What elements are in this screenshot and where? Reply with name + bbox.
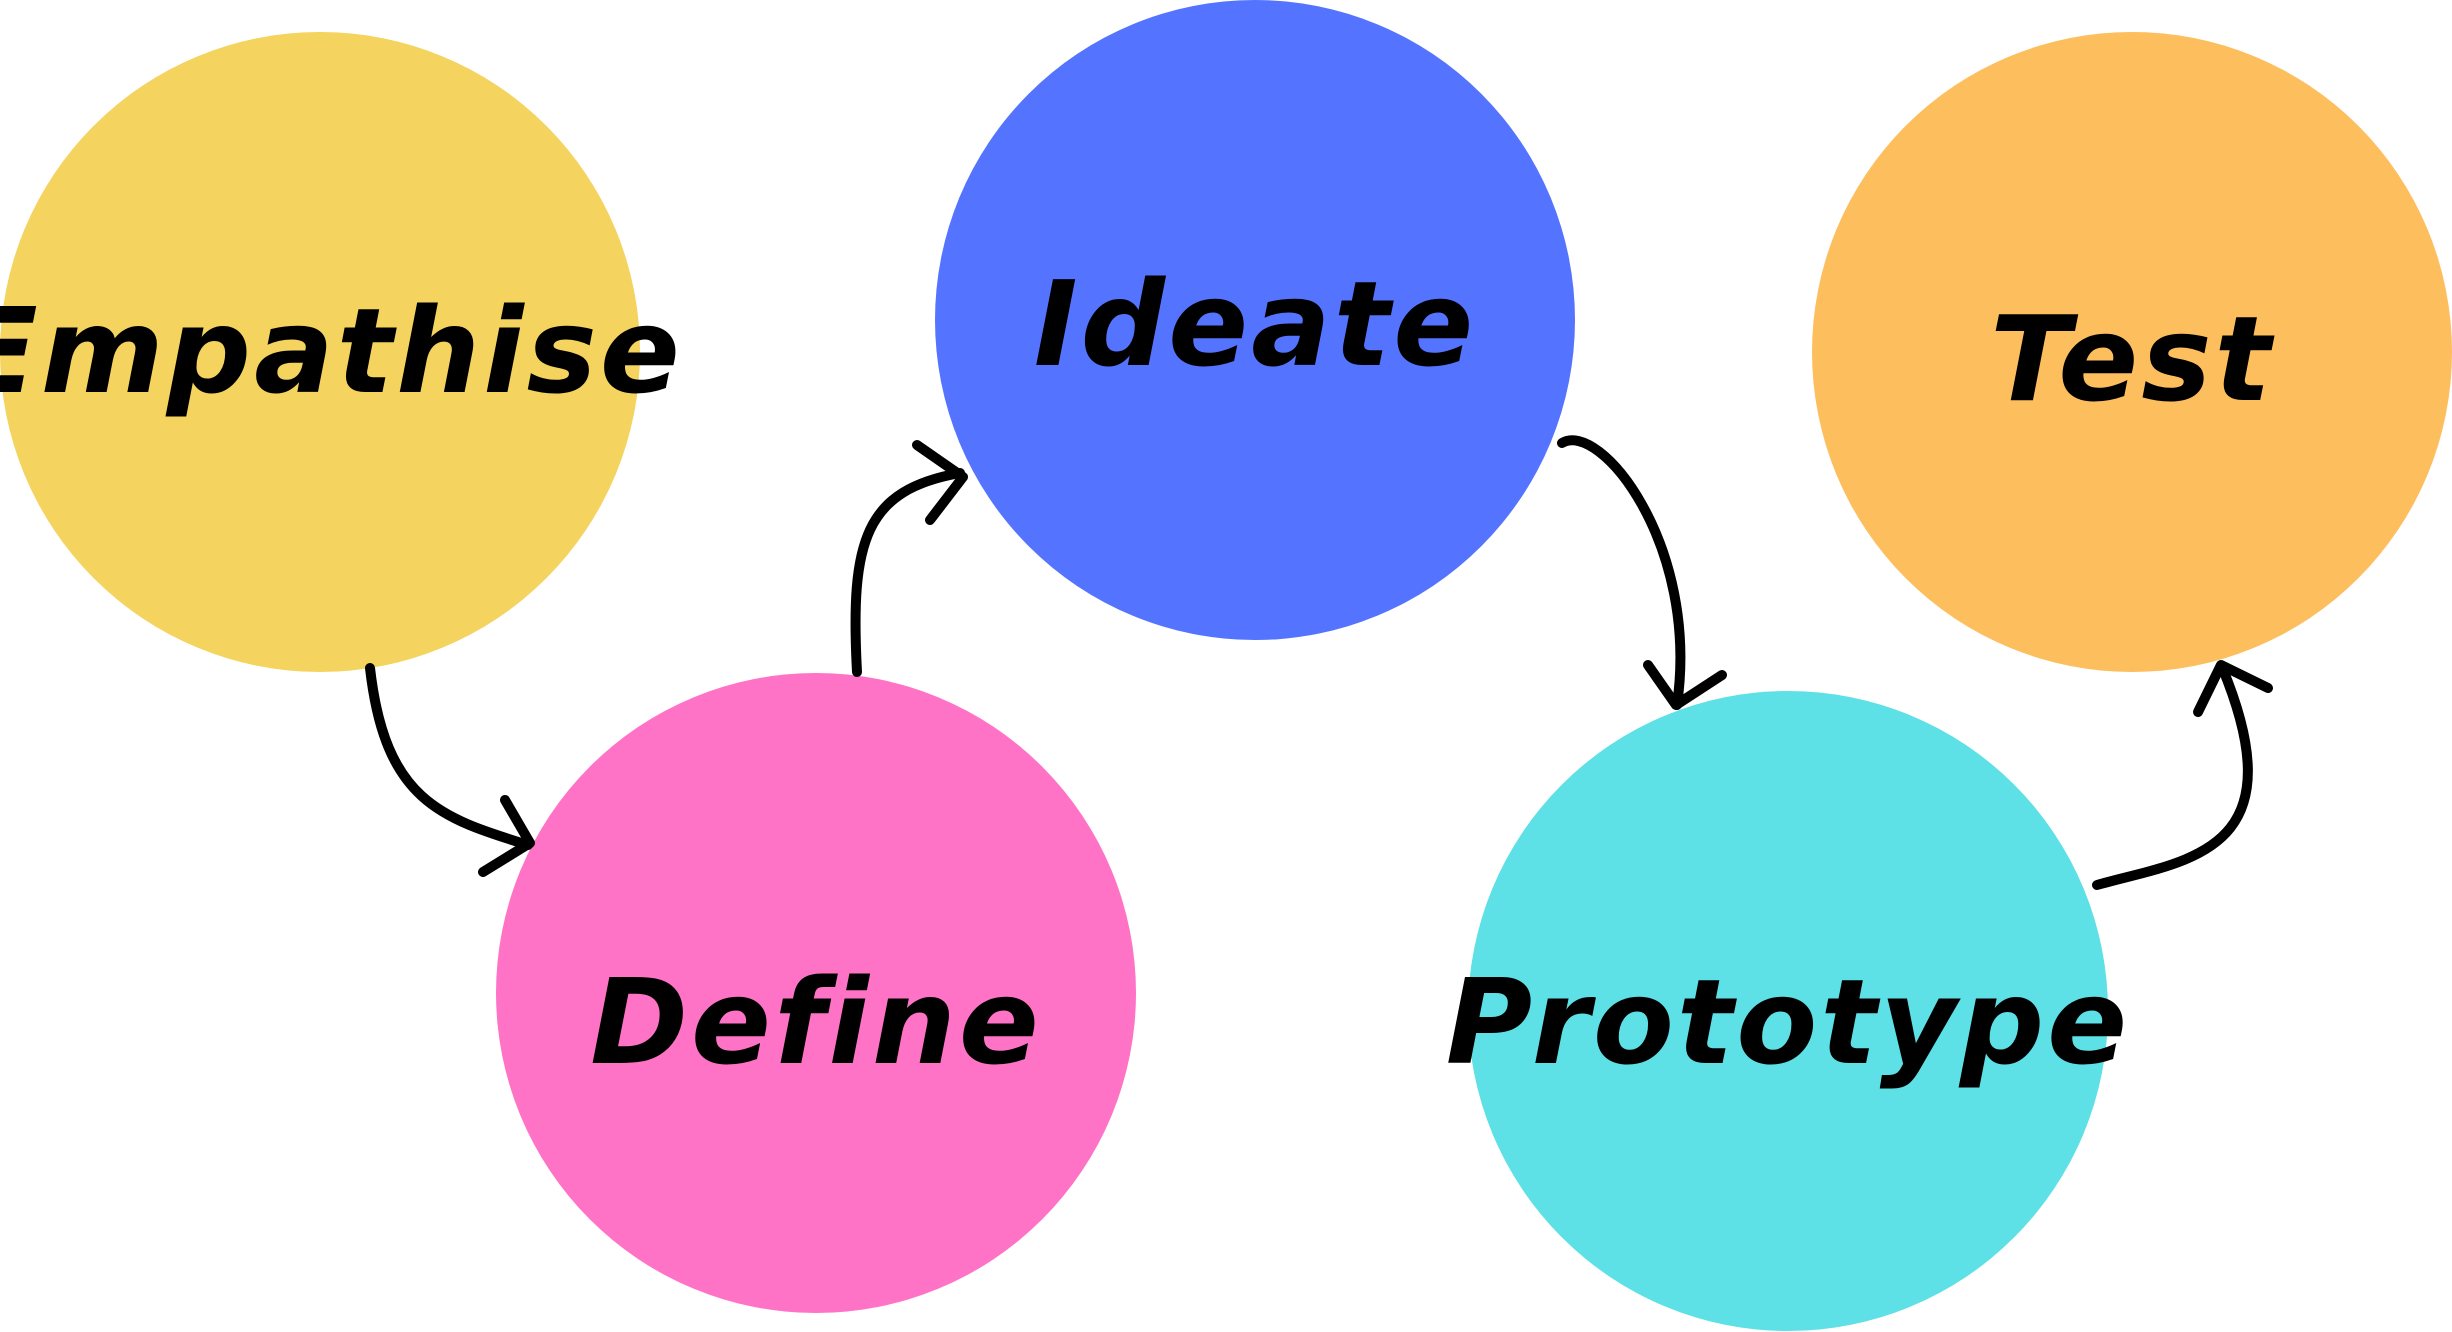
stage-circle-prototype <box>1468 691 2108 1331</box>
stage-prototype: Prototype <box>1446 691 2130 1331</box>
stage-label-define: Define <box>590 953 1042 1091</box>
arrow-empathise-to-define <box>365 663 535 877</box>
stage-label-ideate: Ideate <box>1034 255 1476 393</box>
arrow-curve <box>2092 662 2253 890</box>
stage-empathise: Empathise <box>0 32 683 672</box>
arrow-prototype-to-test <box>2092 660 2273 890</box>
arrow-curve <box>365 663 533 850</box>
stage-circle-ideate <box>935 0 1575 640</box>
stage-circle-empathise <box>0 32 640 672</box>
arrow-head <box>1643 660 1727 710</box>
stage-define: Define <box>496 673 1136 1313</box>
stage-test: Test <box>1812 32 2452 672</box>
arrow-curve <box>850 468 965 677</box>
arrow-head <box>2193 660 2273 717</box>
stage-circle-define <box>496 673 1136 1313</box>
arrow-ideate-to-prototype <box>1557 435 1727 710</box>
arrow-curve <box>1557 435 1686 710</box>
arrow-head <box>912 440 968 525</box>
stage-label-empathise: Empathise <box>0 282 683 420</box>
arrow-define-to-ideate <box>850 440 968 677</box>
stage-label-test: Test <box>1990 290 2276 428</box>
arrow-head <box>478 795 535 877</box>
stage-label-prototype: Prototype <box>1446 953 2130 1091</box>
stage-ideate: Ideate <box>935 0 1575 640</box>
stage-circle-test <box>1812 32 2452 672</box>
